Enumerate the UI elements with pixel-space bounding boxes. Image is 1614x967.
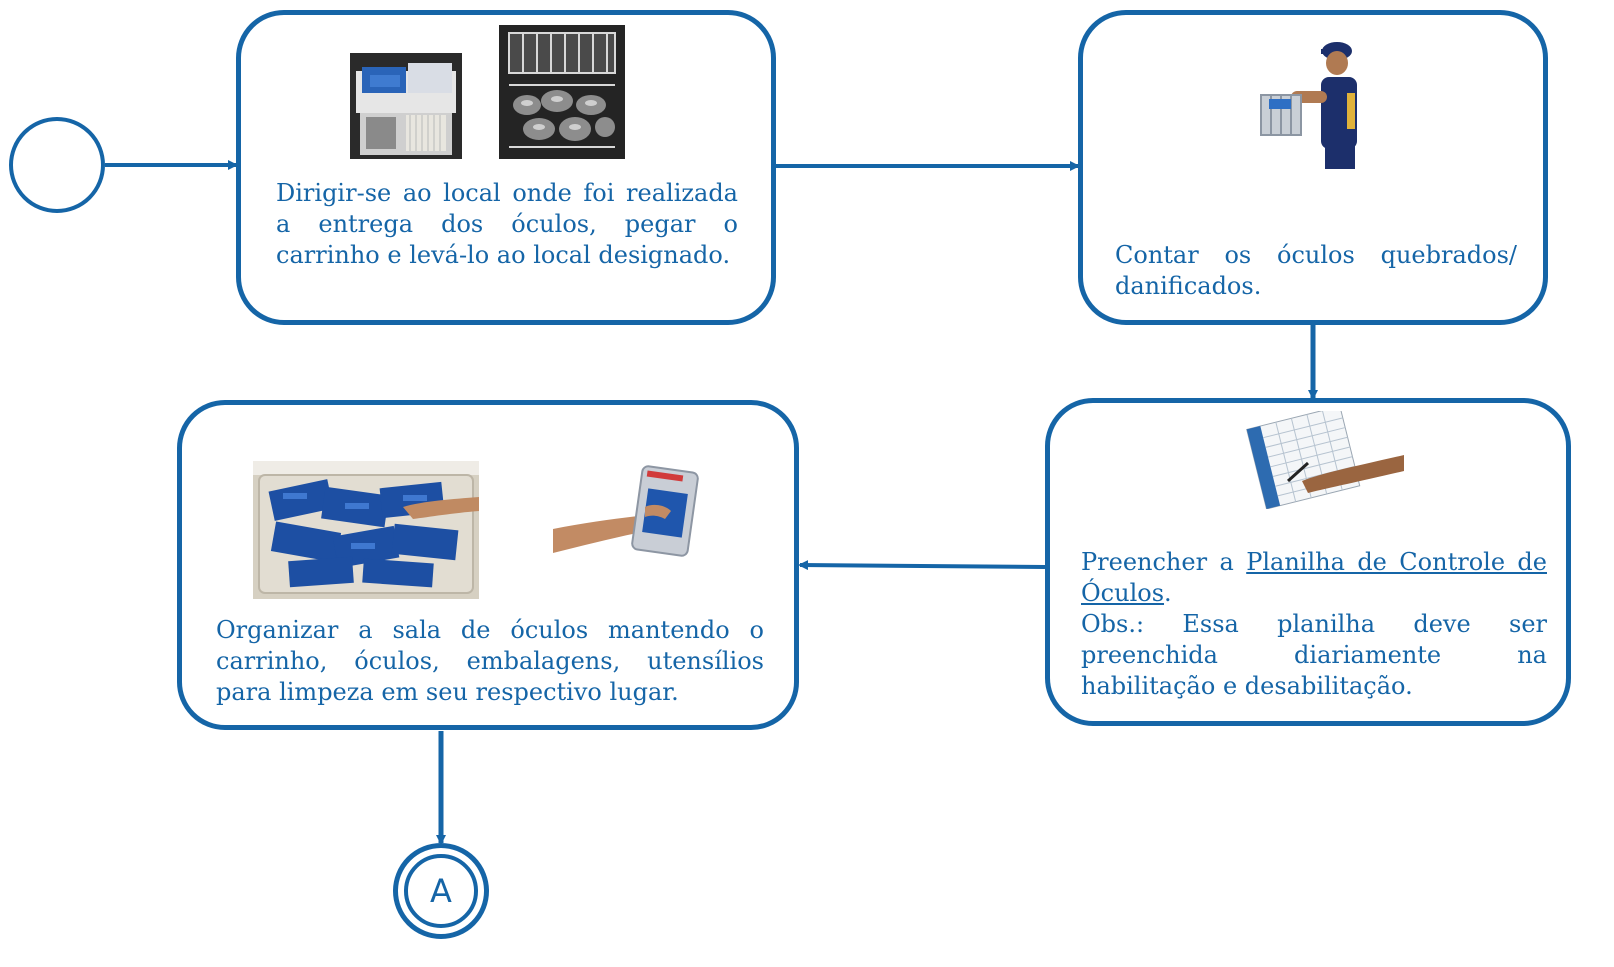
start-event-circle <box>9 117 105 213</box>
step-3-text: Preencher a Planilha de Controle de Ócul… <box>1081 547 1547 702</box>
planilha-de-controle-link[interactable]: Planilha de Controle de Óculos <box>1081 548 1547 607</box>
flow-arrow-step3-to-step4 <box>798 560 1046 571</box>
step-1-text: Dirigir-se ao local onde foi realizada a… <box>276 179 738 269</box>
offpage-connector-inner-ring: A <box>404 854 478 928</box>
step-2-text: Contar os óculos quebrados/ danificados. <box>1115 241 1517 300</box>
hand-holding-glasses-package-photo <box>553 463 709 559</box>
step-3-note: Obs.: Essa planilha deve ser preenchida … <box>1081 610 1547 700</box>
step-3-text-after: . <box>1164 579 1172 607</box>
step-4-text: Organizar a sala de óculos mantendo o ca… <box>216 616 764 706</box>
step-4-box: Organizar a sala de óculos mantendo o ca… <box>177 400 799 730</box>
bin-with-glasses-photo <box>253 461 479 599</box>
rack-with-glasses-photo <box>499 25 625 159</box>
step-2-box: Contar os óculos quebrados/ danificados. <box>1078 10 1548 325</box>
offpage-connector: A <box>393 843 489 939</box>
step-3-box: Preencher a Planilha de Controle de Ócul… <box>1045 398 1571 726</box>
step-3-text-before: Preencher a <box>1081 548 1247 576</box>
cart-with-glasses-photo <box>350 53 462 159</box>
connector-label: A <box>430 872 452 910</box>
filling-spreadsheet-photo <box>1242 411 1406 509</box>
worker-counting-glasses-photo <box>1255 33 1367 171</box>
step-1-box: Dirigir-se ao local onde foi realizada a… <box>236 10 776 325</box>
